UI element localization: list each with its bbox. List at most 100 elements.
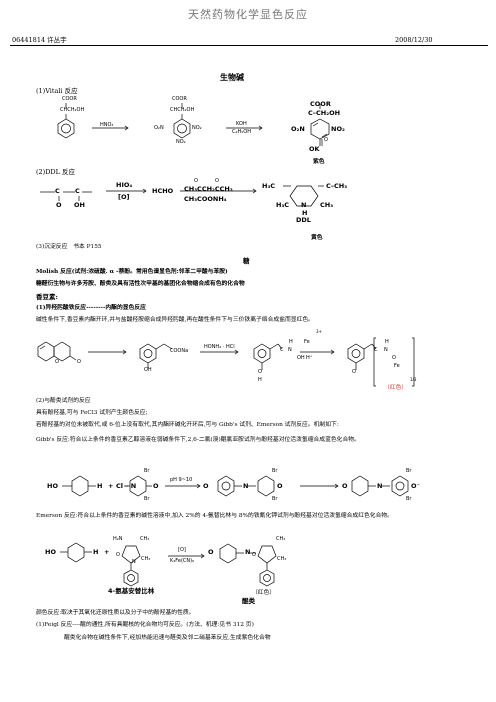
gibbs-o2: O: [277, 482, 283, 490]
emerson-kfe: K₃Fe(CN)₆: [170, 558, 195, 564]
vitali-p-left: O₂N: [291, 125, 305, 133]
coumarin-reaction-1-desc: 碱性条件下,香豆素内酯开环,并与盐酸羟胺缩合成异羟肟酸,再在酸性条件下与三价铁离…: [36, 317, 314, 323]
coumarin-h3: H: [385, 339, 389, 345]
coumarin-reaction-2a: 具有酚羟基,可与 FeCl3 试剂产生颜色反应;: [36, 410, 148, 416]
gibbs-cln: Cl – N: [116, 482, 137, 490]
gibbs-o-left: O: [203, 482, 209, 490]
coumarin-n2: N: [384, 347, 388, 353]
ddl-inter: HCHO: [152, 187, 174, 195]
vitali-r2-top: COOR: [172, 96, 187, 102]
coumarin-n1: N: [288, 347, 292, 353]
coumarin-reaction-2b: 若酚羟基的对位未被取代,或 6-位上没有取代,其内酯环碱化开环后,可与 Gibb…: [36, 422, 339, 428]
vitali-p-top: COOR: [310, 100, 331, 108]
emerson-plus: +: [104, 548, 110, 556]
ddl-prod-name: DDL: [296, 216, 311, 224]
coumarin-h2: H: [258, 377, 262, 383]
precipitation-reaction: (3)沉淀反应 书本 P155: [36, 244, 102, 250]
emerson-ch3d: CH₃: [277, 556, 287, 562]
emerson-h: H: [93, 548, 99, 556]
gibbs-o-minus: O⁻: [411, 482, 420, 490]
ddl-r-c1: C: [55, 187, 60, 195]
ddl-prod-left-top: H₃C: [262, 182, 276, 190]
sugar-description: 糖醛衍生物与许多芳胺、酚类及具有活性次甲基的基团化合物缩合成有色的化合物: [36, 281, 245, 287]
emerson-ch3a: CH₃: [140, 536, 150, 542]
coumarin-reagent: HONH₂ · HCl: [204, 344, 235, 350]
emerson-color: （红色）: [252, 590, 276, 596]
coumarin-red: （红色）: [384, 385, 408, 391]
coumarin-o5: O: [352, 369, 356, 375]
coumarin-fe-charge: 3+: [316, 329, 322, 334]
coumarin-h1: H: [289, 339, 293, 345]
ddl-prod-right-bottom: CH₃: [320, 201, 334, 209]
emerson-n2: N: [245, 548, 251, 556]
vitali-p-right: NO₂: [331, 125, 345, 133]
coumarin-fe: Fe: [304, 339, 310, 345]
gibbs-br3: Br: [272, 468, 278, 474]
emerson-reagent-name: 4-氨基安替比林: [108, 587, 155, 595]
gibbs-br5: Br: [406, 468, 412, 474]
author: 06441814 许丛宇: [12, 36, 67, 44]
emerson-h2n: H₂N: [113, 536, 123, 542]
coumarin-c2: C: [374, 347, 378, 353]
section-title-alkaloid: 生物碱: [220, 72, 244, 82]
vitali-r2-right: NO₂: [192, 125, 202, 131]
emerson-n: N: [132, 559, 136, 565]
ddl-mid-top: CH₃CCH₂CCH₃: [184, 185, 233, 193]
coumarin-reaction-2: (2)与酚类试剂的反应: [36, 398, 91, 404]
ddl-r-c2: C: [75, 187, 80, 195]
emerson-o: O: [116, 552, 120, 558]
section-title-sugar: 糖: [243, 257, 250, 265]
gibbs-br2: Br: [144, 496, 150, 502]
coumarin-o1: O: [77, 359, 81, 365]
ddl-r-oh: OH: [74, 201, 85, 209]
coumarin-title: 香豆素:: [36, 293, 58, 301]
gibbs-ho: HO: [47, 482, 58, 490]
ddl-r-o: O: [56, 201, 62, 209]
gibbs-h: H: [97, 482, 103, 490]
coumarin-sub: 1/3: [410, 377, 417, 382]
coumarin-o2: O: [55, 359, 59, 365]
ddl-prod-n: N: [301, 201, 307, 209]
coumarin-oh: OH: [144, 367, 152, 373]
vitali-p-o: O: [324, 137, 328, 143]
coumarin-c1: C: [280, 347, 284, 353]
gibbs-n2: N: [377, 482, 383, 490]
molish-reaction: Molish 反应(试剂:浓硫酸. α -萘酚。常用色谱显色剂:邻苯二甲酸与苯胺…: [36, 269, 228, 275]
emerson-o3: O: [252, 552, 256, 558]
ddl-mid-o2: O: [215, 178, 219, 184]
emerson-ho: HO: [45, 548, 56, 556]
vitali-p-mid: C–CH₂OH: [308, 109, 341, 117]
coumarin-o4: O: [392, 355, 396, 361]
vitali-r2-bottom: NO₂: [176, 139, 186, 145]
quinone-desc: 颜色反应:取决于其氧化还原性质以及分子中的酚羟基的性质。: [36, 610, 195, 616]
ddl-color: 黄色: [311, 235, 323, 241]
vitali-reagent1: HNO₃: [100, 122, 114, 128]
vitali-r1-top: COOR: [62, 96, 77, 102]
gibbs-n: N: [243, 482, 249, 490]
ddl-mid-bottom: CH₃COONH₄: [184, 195, 227, 203]
coumarin-oh1: OH: [297, 355, 305, 361]
vitali-reagent2b: C₂H₅OH: [232, 129, 251, 135]
emerson-ox: [O]: [178, 547, 186, 553]
header-rule: [10, 45, 488, 46]
coumarin-fe2: Fe: [394, 363, 400, 369]
ddl-prod-right-top: C–CH₃: [326, 182, 348, 190]
coumarin-na: COONa: [170, 348, 189, 354]
emerson-o2: O: [208, 548, 214, 556]
feigl-desc: 醌类化合物在碱性条件下,经加热能迅速与醛类及邻二硝基苯反应,生成紫色化合物: [64, 635, 271, 641]
vitali-title: (1)Vitali 反应: [36, 87, 78, 95]
vitali-r1-mid: CHCH₂OH: [60, 107, 85, 113]
ddl-reagent-top: HIO₄: [116, 181, 133, 189]
ddl-prod-left-bottom: H₃C: [276, 201, 290, 209]
ddl-title: (2)DDL 反应: [36, 168, 76, 176]
vitali-reagent2a: KOH: [236, 121, 247, 127]
gibbs-plus: +: [108, 482, 114, 490]
coumarin-o3: O: [258, 369, 262, 375]
vitali-r2-left: O₂N: [154, 125, 164, 131]
emerson-ch3c: CH₃: [276, 536, 286, 542]
vitali-p-bottom: OK: [309, 145, 320, 153]
quinone-title: 醌类: [242, 597, 255, 605]
gibbs-br6: Br: [406, 496, 412, 502]
emerson-text: Emerson 反应:符合以上条件的香豆素的碱性溶液中,加入 2%的 4-氨替比…: [36, 513, 393, 519]
gibbs-o: O: [153, 482, 159, 490]
